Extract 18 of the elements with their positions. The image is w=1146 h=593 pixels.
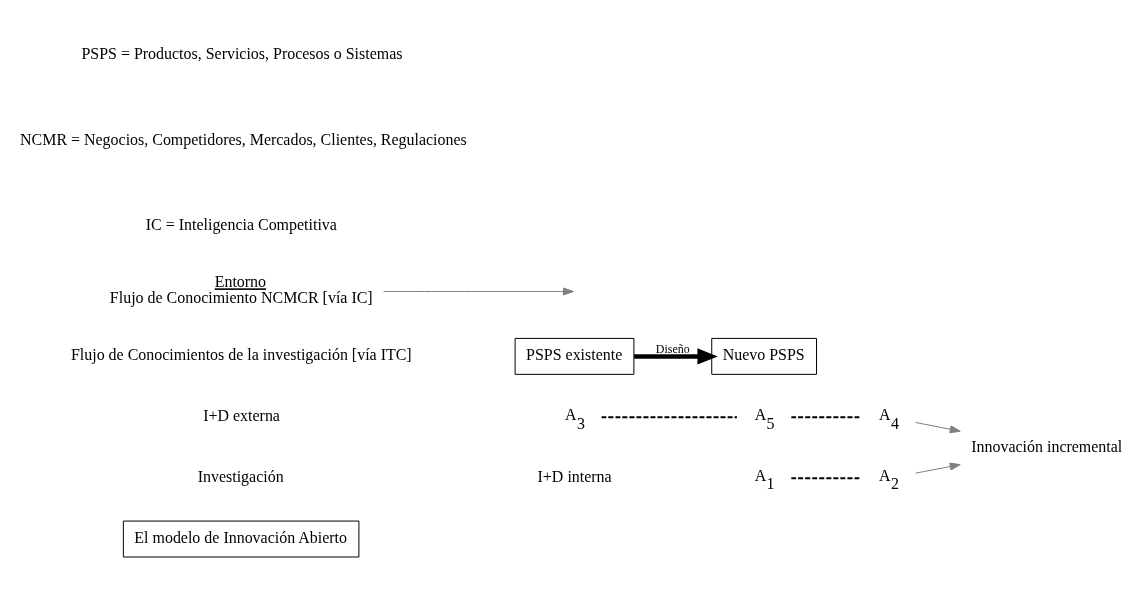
label: NCMR = Negocios, Competidores, Mercados, Clientes, Regulaciones bbox=[20, 130, 467, 148]
label: PSPS = Productos, Servicios, Procesos o Sistemas bbox=[81, 44, 403, 62]
node-text: Entorno Flujo de Conocimiento NCMCR [vía IC] bbox=[109, 272, 373, 306]
arrow bbox=[634, 347, 718, 364]
edge-label: Diseño bbox=[655, 341, 690, 356]
arrow bbox=[915, 462, 961, 474]
label: I+D externa bbox=[203, 406, 280, 424]
node-box: Nuevo PSPS bbox=[711, 337, 818, 375]
label: Investigación bbox=[197, 467, 284, 485]
node-text: Innovación incremental bbox=[971, 437, 1123, 455]
label: Flujo de Conocimientos de la investigación [vía ITC] bbox=[70, 345, 412, 363]
arrow bbox=[915, 421, 961, 433]
node-box: El modelo de Innovación Abierto bbox=[122, 520, 360, 557]
label: I+D interna bbox=[537, 467, 612, 485]
connector bbox=[600, 415, 738, 418]
arrow bbox=[383, 287, 574, 295]
label: IC = Inteligencia Competitiva bbox=[145, 215, 337, 233]
node-box: PSPS existente bbox=[514, 337, 635, 375]
